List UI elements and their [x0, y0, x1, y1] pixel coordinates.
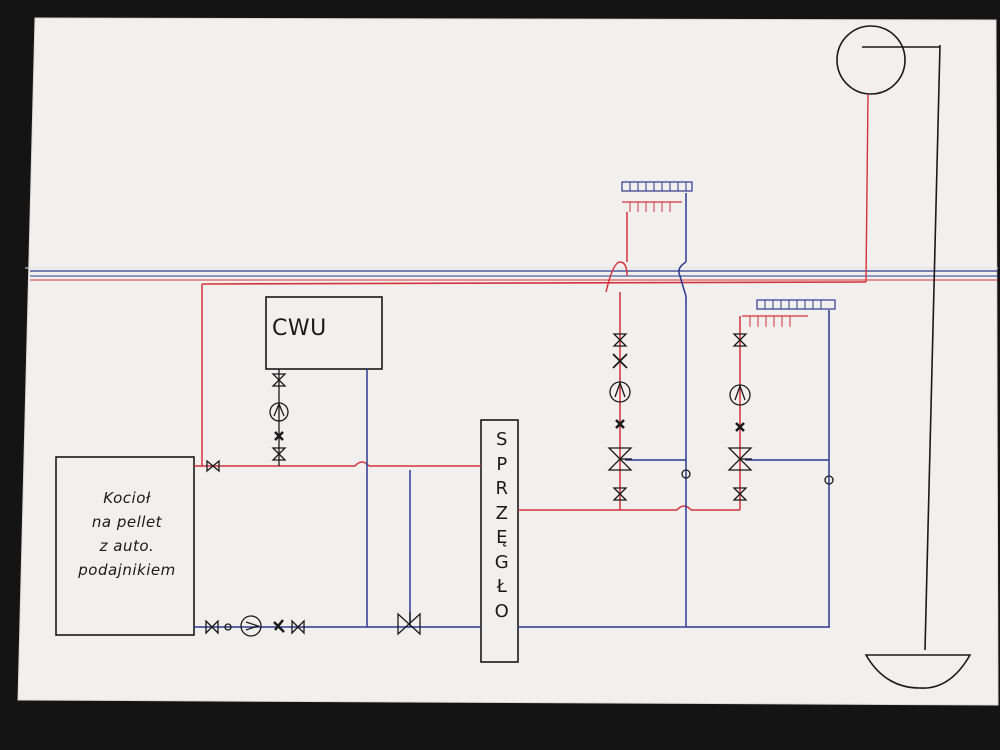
radiator-2 — [742, 299, 836, 327]
circuit1-check — [612, 353, 628, 369]
boiler-return-strainer — [224, 623, 232, 631]
cwu-label: CWU — [272, 316, 327, 341]
cwu-tank-box — [265, 296, 383, 370]
coupler-label-letter: S — [496, 429, 508, 450]
radiator-1 — [621, 181, 693, 212]
boiler-label-line-4: podajnikiem — [78, 561, 176, 579]
circuit2-valve-bottom — [732, 487, 748, 501]
supply-to-vessel — [865, 93, 869, 283]
boiler-box — [55, 456, 195, 636]
boiler-return-valve-2 — [291, 619, 305, 635]
coupler-label-letter: Z — [495, 502, 509, 524]
coupler-label-letter: R — [495, 478, 509, 499]
circuit1-actuator — [615, 419, 625, 429]
return-pipes-right — [625, 193, 830, 627]
boiler-label-line-2: na pellet — [91, 513, 163, 531]
circuit1-three-way-valve — [607, 447, 633, 471]
paper-sheet — [17, 17, 999, 706]
return-pipes-left — [194, 369, 830, 628]
boiler-label: Kocioł na pellet z auto. podajnikiem — [62, 486, 192, 582]
boiler-label-line-3: z auto. — [99, 537, 155, 555]
boiler-supply-valve — [206, 459, 220, 473]
circuit2-three-way-valve — [727, 447, 753, 471]
boiler-return-check — [273, 619, 285, 633]
circuit1-valve-top — [612, 333, 628, 347]
bypass-three-way-valve — [397, 612, 421, 636]
circuit1-valve-bottom — [612, 487, 628, 501]
expansion-vessel — [836, 25, 972, 689]
boiler-return-valve — [205, 619, 219, 635]
supply-pipes-right — [518, 212, 741, 511]
supply-pipes-left — [194, 284, 481, 467]
cwu-check-valve — [274, 431, 284, 441]
cwu-valve-top — [271, 373, 287, 387]
boiler-return-pump — [240, 615, 262, 637]
cwu-valve-bottom — [271, 447, 287, 461]
coupler-label-letter: O — [494, 600, 510, 622]
circuit1-sensor — [681, 469, 691, 479]
circuit2-valve-top — [732, 333, 748, 347]
supply-main-top — [201, 281, 867, 285]
hydraulic-coupler-box — [480, 419, 519, 663]
coupler-label-letter: Ł — [496, 576, 508, 597]
boiler-label-line-1: Kocioł — [103, 489, 151, 507]
coupler-label-letter: Ę — [496, 527, 508, 548]
main-header-pipes — [30, 270, 998, 281]
circuit2-sensor — [824, 475, 834, 485]
circuit2-actuator — [735, 422, 745, 432]
coupler-label-letter: G — [494, 551, 510, 573]
valves-and-pumps — [205, 333, 834, 637]
coupler-label-letter: P — [496, 453, 508, 475]
